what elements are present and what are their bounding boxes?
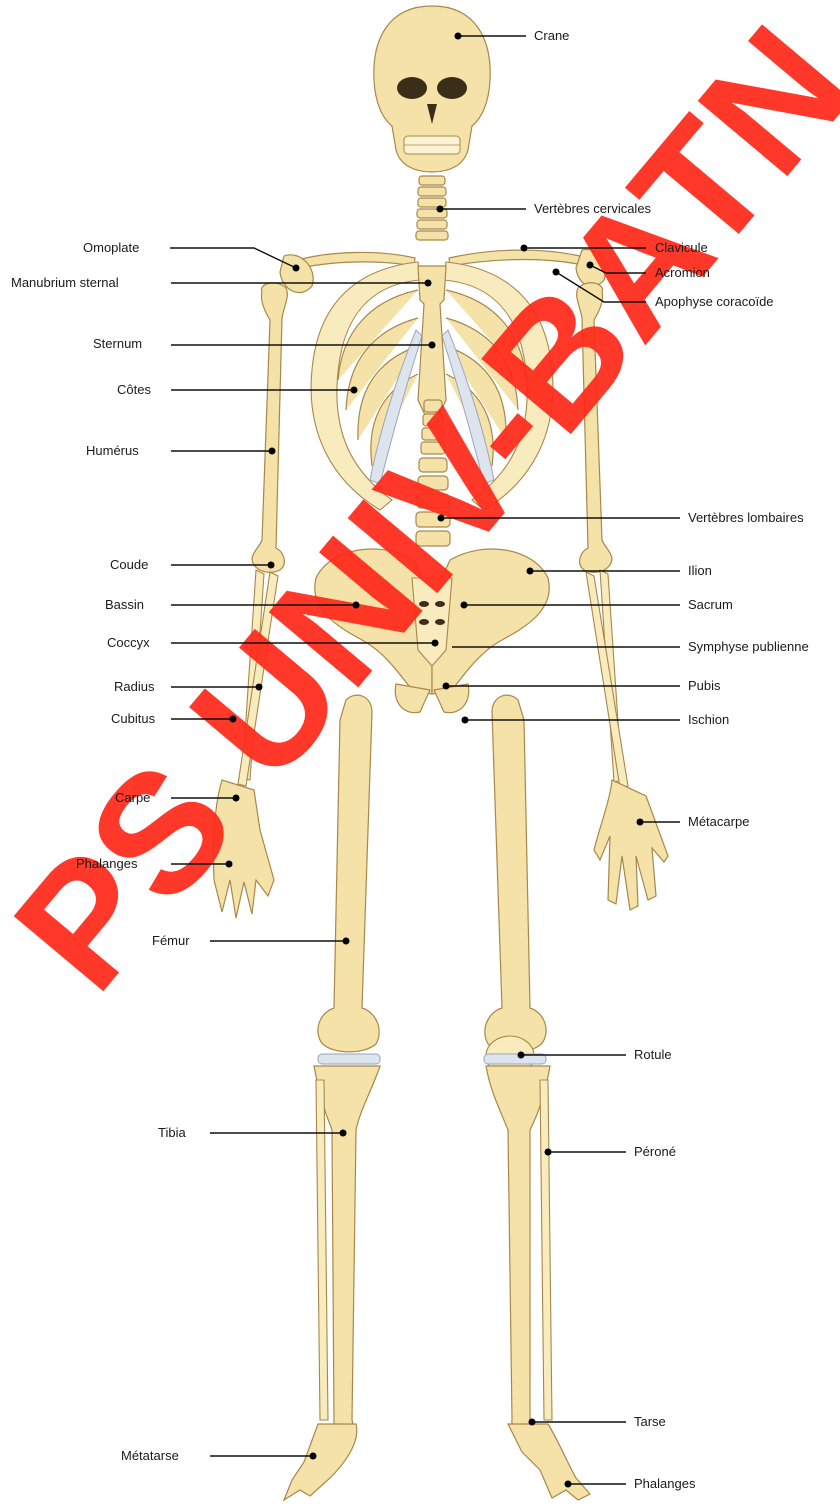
label-femur-text: Fémur — [152, 933, 190, 948]
label-tibia-text: Tibia — [158, 1125, 186, 1140]
skull — [374, 6, 490, 172]
label-pubis: Pubis — [443, 678, 722, 693]
label-tarse-text: Tarse — [634, 1414, 666, 1429]
label-phalanges-pied-text: Phalanges — [634, 1476, 696, 1491]
label-cotes-text: Côtes — [117, 382, 151, 397]
label-radius-text: Radius — [114, 679, 155, 694]
label-apophyse-text: Apophyse coracoïde — [655, 294, 774, 309]
label-perone-text: Péroné — [634, 1144, 676, 1159]
label-humerus: Humérus — [86, 443, 276, 458]
label-symphyse: Symphyse publienne — [452, 639, 809, 654]
label-metatarse-text: Métatarse — [121, 1448, 179, 1463]
label-femur: Fémur — [152, 933, 350, 948]
label-sacrum-text: Sacrum — [688, 597, 733, 612]
label-pubis-text: Pubis — [688, 678, 721, 693]
label-crane-text: Crane — [534, 28, 569, 43]
label-ilion: Ilion — [527, 563, 712, 578]
label-coude: Coude — [110, 557, 275, 572]
label-vertebres-lombaires-text: Vertèbres lombaires — [688, 510, 804, 525]
label-carpe-text: Carpe — [115, 790, 150, 805]
label-metatarse: Métatarse — [121, 1448, 317, 1463]
label-phalanges-main-text: Phalanges — [76, 856, 138, 871]
label-metacarpe-text: Métacarpe — [688, 814, 749, 829]
label-sternum-text: Sternum — [93, 336, 142, 351]
label-vertebres-cervicales: Vertèbres cervicales — [437, 201, 652, 216]
label-ischion-text: Ischion — [688, 712, 729, 727]
label-ilion-text: Ilion — [688, 563, 712, 578]
label-bassin-text: Bassin — [105, 597, 144, 612]
label-rotule-text: Rotule — [634, 1047, 672, 1062]
label-cubitus-text: Cubitus — [111, 711, 156, 726]
label-coude-text: Coude — [110, 557, 148, 572]
label-perone: Péroné — [545, 1144, 676, 1159]
label-vertebres-cervicales-text: Vertèbres cervicales — [534, 201, 652, 216]
label-clavicule-text: Clavicule — [655, 240, 708, 255]
label-omoplate: Omoplate — [83, 240, 300, 272]
legs — [284, 695, 590, 1500]
label-omoplate-text: Omoplate — [83, 240, 139, 255]
label-coccyx-text: Coccyx — [107, 635, 150, 650]
label-acromion-text: Acromion — [655, 265, 710, 280]
label-manubrium-text: Manubrium sternal — [11, 275, 119, 290]
label-humerus-text: Humérus — [86, 443, 139, 458]
label-symphyse-text: Symphyse publienne — [688, 639, 809, 654]
